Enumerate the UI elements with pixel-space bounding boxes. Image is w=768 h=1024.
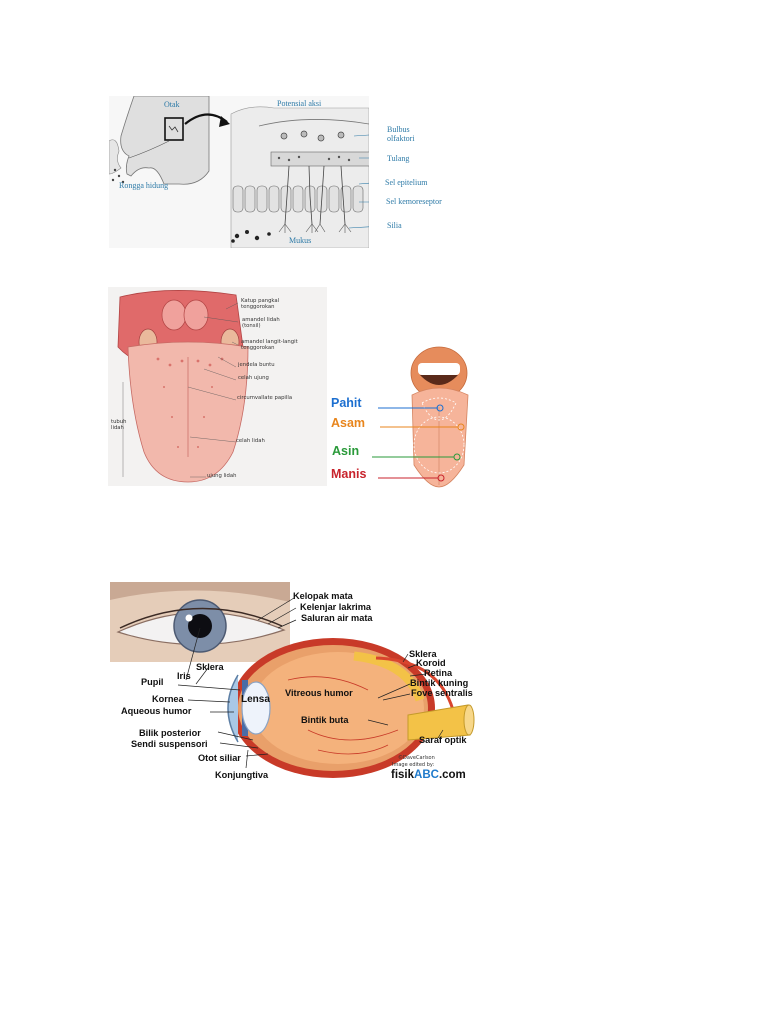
label-sendi-suspensori: Sendi suspensori	[131, 739, 208, 749]
credit-site: fisikABC.com	[391, 769, 466, 782]
label-mukus: Mukus	[289, 236, 312, 245]
taste-label-manis: Manis	[331, 467, 367, 481]
label-otak: Otak	[164, 100, 180, 109]
label-iris: Iris	[177, 671, 191, 681]
label-retina: Retina	[424, 668, 453, 678]
label-koroid: Koroid	[416, 658, 446, 668]
label-fove-sentralis: Fove sentralis	[411, 688, 473, 698]
label-silia: Silia	[387, 221, 402, 230]
label-bintik-buta: Bintik buta	[301, 715, 349, 725]
label-otot-siliar: Otot siliar	[198, 753, 241, 763]
label-saraf-optik: Saraf optik	[419, 735, 467, 745]
label-bulbus-olfaktori: Bulbus olfaktori	[387, 125, 415, 143]
olfactory-illustration	[109, 96, 369, 248]
tongue-anatomy-diagram: Katup pangkal tenggorokan amandel lidah …	[108, 287, 327, 486]
label-bilik-posterior: Bilik posterior	[139, 728, 201, 738]
label-konjungtiva: Konjungtiva	[215, 770, 269, 780]
label-celah-ujung: celah ujung	[238, 375, 269, 381]
credit-edited-by: Image edited by:	[392, 762, 435, 768]
taste-label-asin: Asin	[332, 444, 360, 458]
taste-label-pahit: Pahit	[331, 396, 362, 410]
label-potensial-aksi: Potensial aksi	[277, 99, 322, 108]
label-amandel-lidah: amandel lidah (tonsil)	[242, 317, 280, 330]
olfactory-diagram: Otak Potensial aksi Rongga hidung Mukus	[109, 96, 369, 248]
eye-anatomy-diagram: Kelopak mata Kelenjar lakrima Saluran ai…	[108, 580, 480, 786]
label-vitreous-humor: Vitreous humor	[285, 688, 353, 698]
tongue-illustration	[117, 290, 249, 483]
label-kornea: Kornea	[152, 694, 184, 704]
label-aqueous-humor: Aqueous humor	[121, 706, 192, 716]
label-lensa: Lensa	[241, 694, 270, 705]
credit-copyright: ©DaveCarlson	[398, 755, 435, 761]
label-tubuh-lidah: tubuh lidah	[111, 419, 127, 432]
label-sklera-right: Sklera	[409, 649, 437, 659]
credit-site-suffix: .com	[438, 769, 466, 781]
eye-illustration	[110, 582, 475, 778]
label-kelopak-mata: Kelopak mata	[293, 591, 353, 601]
label-sel-kemoreseptor: Sel kemoreseptor	[386, 197, 442, 206]
label-katup-pangkal: Katup pangkal tenggorokan	[241, 298, 280, 311]
label-amandel-langit: amandel langit-langit tenggorokan	[241, 339, 298, 352]
label-jendela-buntu: jendela buntu	[238, 362, 275, 368]
tongue-taste-illustration	[372, 346, 469, 488]
taste-zones-diagram: Pahit Asam Asin Manis	[330, 345, 480, 488]
label-saluran-air-mata: Saluran air mata	[301, 613, 373, 623]
label-rongga-hidung: Rongga hidung	[119, 181, 169, 190]
label-sklera-left: Sklera	[196, 662, 224, 672]
credit-site-accent: ABC	[414, 769, 439, 781]
label-circumvallate: circumvallate papilla	[237, 395, 293, 401]
label-pupil: Pupil	[141, 677, 164, 687]
label-sel-epitelium: Sel epitelium	[385, 178, 428, 187]
taste-label-asam: Asam	[331, 416, 366, 430]
label-celah-lidah: celah lidah	[236, 438, 265, 444]
label-bintik-kuning: Bintik kuning	[410, 678, 469, 688]
label-tulang: Tulang	[387, 154, 410, 163]
label-ujung-lidah: ujung lidah	[207, 473, 237, 479]
label-kelenjar-lakrima: Kelenjar lakrima	[300, 602, 371, 612]
credit-site-prefix: fisik	[391, 769, 415, 781]
